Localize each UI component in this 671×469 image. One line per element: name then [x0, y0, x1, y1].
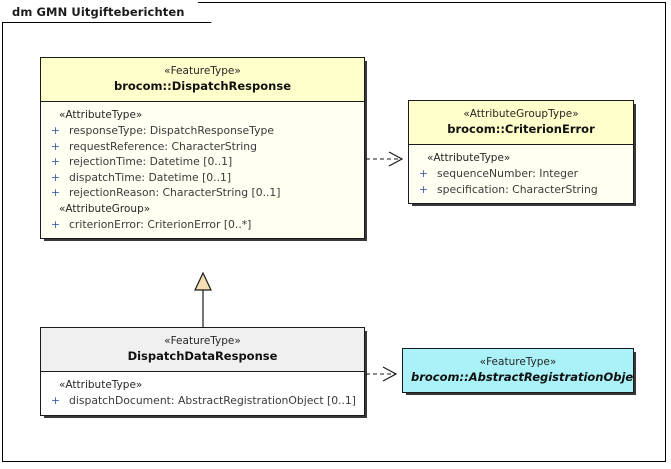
attribute-row: + criterionError: CriterionError [0..*]: [47, 217, 358, 233]
visibility-marker: +: [51, 155, 61, 168]
visibility-marker: +: [419, 167, 429, 180]
attribute-label: requestReference: CharacterString: [69, 139, 258, 153]
class-stereotype: «FeatureType»: [164, 65, 241, 77]
attribute-row: + responseType: DispatchResponseType: [47, 123, 358, 139]
class-header: «FeatureType» DispatchDataResponse: [41, 328, 364, 372]
visibility-marker: +: [419, 182, 429, 196]
attribute-group-stereotype: «AttributeType»: [59, 379, 143, 391]
visibility-marker: +: [51, 139, 61, 153]
attribute-label: dispatchDocument: AbstractRegistrationOb…: [69, 394, 357, 407]
attribute-row: + sequenceNumber: Integer: [415, 166, 627, 182]
visibility-marker: +: [51, 394, 61, 407]
class-stereotype: «FeatureType»: [479, 356, 557, 368]
attribute-label: rejectionTime: Datetime [0..1]: [69, 155, 233, 168]
attribute-row: + rejectionReason: CharacterString [0..1…: [47, 185, 358, 201]
attribute-label: rejectionReason: CharacterString [0..1]: [69, 186, 281, 199]
visibility-marker: +: [51, 217, 61, 231]
attribute-group-stereotype: «AttributeGroup»: [59, 202, 151, 215]
attribute-row: + dispatchDocument: AbstractRegistration…: [47, 393, 358, 409]
class-name: brocom::CriterionError: [447, 122, 595, 136]
class-box-dispatch-response[interactable]: «FeatureType» brocom::DispatchResponse «…: [40, 57, 365, 239]
class-box-dispatch-data-response[interactable]: «FeatureType» DispatchDataResponse «Attr…: [40, 327, 365, 416]
class-header: «FeatureType» brocom::DispatchResponse: [41, 58, 364, 102]
attribute-row: + dispatchTime: Datetime [0..1]: [47, 170, 358, 186]
attribute-group-stereotype: «AttributeType»: [427, 152, 511, 164]
attribute-label: criterionError: CriterionError [0..*]: [69, 217, 252, 231]
class-stereotype: «FeatureType»: [164, 335, 241, 347]
class-box-criterion-error[interactable]: «AttributeGroupType» brocom::CriterionEr…: [408, 100, 634, 204]
attribute-row: + specification: CharacterString: [415, 182, 627, 198]
attribute-label: responseType: DispatchResponseType: [69, 124, 274, 137]
title-tab-mask: [2, 1, 196, 4]
class-name: DispatchDataResponse: [127, 349, 278, 363]
class-attributes: «AttributeType» + responseType: Dispatch…: [41, 102, 364, 238]
attribute-label: specification: CharacterString: [437, 182, 598, 196]
diagram-title-tab: dm GMN Uitgifteberichten: [2, 2, 212, 23]
attribute-row: + requestReference: CharacterString: [47, 139, 358, 155]
class-name: brocom::DispatchResponse: [114, 79, 291, 93]
class-header: «AttributeGroupType» brocom::CriterionEr…: [409, 101, 633, 145]
diagram-frame: [2, 2, 666, 462]
class-attributes: «AttributeType» + dispatchDocument: Abst…: [41, 372, 364, 415]
class-box-abstract-registration-object[interactable]: «FeatureType» brocom::AbstractRegistrati…: [402, 348, 634, 393]
visibility-marker: +: [51, 186, 61, 199]
class-stereotype: «AttributeGroupType»: [463, 108, 579, 120]
attribute-group-stereotype: «AttributeType»: [59, 109, 143, 121]
class-header: «FeatureType» brocom::AbstractRegistrati…: [403, 349, 633, 392]
attribute-label: sequenceNumber: Integer: [437, 167, 579, 180]
attribute-row: + rejectionTime: Datetime [0..1]: [47, 154, 358, 170]
attribute-label: dispatchTime: Datetime [0..1]: [69, 170, 232, 184]
diagram-title: dm GMN Uitgifteberichten: [12, 5, 185, 19]
visibility-marker: +: [51, 170, 61, 184]
class-attributes: «AttributeType» + sequenceNumber: Intege…: [409, 145, 633, 203]
class-name: brocom::AbstractRegistrationObject: [411, 370, 634, 384]
visibility-marker: +: [51, 124, 61, 137]
